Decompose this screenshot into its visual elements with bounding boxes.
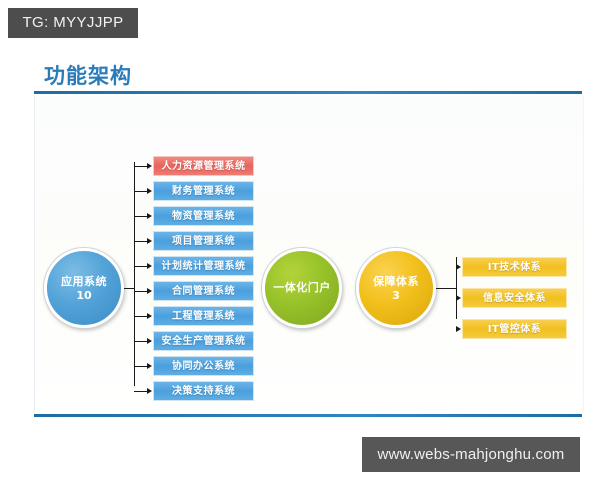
application-branch-line xyxy=(134,341,147,342)
application-branch-line xyxy=(134,166,147,167)
application-system-box[interactable]: 合同管理系统 xyxy=(153,281,254,301)
application-system-box[interactable]: 工程管理系统 xyxy=(153,306,254,326)
tg-source-badge: TG: MYYJJPP xyxy=(8,8,138,38)
guarantee-system-box[interactable]: IT技术体系 xyxy=(462,257,567,277)
guarantee-system-box[interactable]: IT管控体系 xyxy=(462,319,567,339)
node-integrated-portal[interactable]: 一体化门户 xyxy=(262,248,342,328)
application-system-box[interactable]: 协同办公系统 xyxy=(153,356,254,376)
arrow-icon xyxy=(147,188,152,194)
arrow-icon xyxy=(456,295,461,301)
arrow-icon xyxy=(147,213,152,219)
node-application-label: 应用系统 xyxy=(61,274,107,288)
node-guarantee-system[interactable]: 保障体系 3 xyxy=(356,248,436,328)
application-branch-line xyxy=(134,266,147,267)
arrow-icon xyxy=(147,388,152,394)
page-title: 功能架构 xyxy=(44,64,132,88)
application-system-box[interactable]: 物资管理系统 xyxy=(153,206,254,226)
application-branch-line xyxy=(134,366,147,367)
slide: 功能架构 应用系统 10 一体化门户 保障体系 3 人力资源管理系统财务管理系统… xyxy=(0,44,600,436)
arrow-icon xyxy=(456,264,461,270)
node-guarantee-count: 3 xyxy=(392,288,400,302)
application-system-box[interactable]: 安全生产管理系统 xyxy=(153,331,254,351)
arrow-icon xyxy=(147,313,152,319)
application-branch-line xyxy=(134,241,147,242)
arrow-icon xyxy=(147,288,152,294)
application-branch-line xyxy=(134,316,147,317)
application-trunk-line xyxy=(134,162,135,386)
application-stem-line xyxy=(124,288,134,289)
arrow-icon xyxy=(147,338,152,344)
title-divider xyxy=(34,91,582,94)
watermark: www.webs-mahjonghu.com xyxy=(362,437,580,472)
application-branch-line xyxy=(134,191,147,192)
guarantee-stem-line xyxy=(436,288,456,289)
application-system-box[interactable]: 项目管理系统 xyxy=(153,231,254,251)
bottom-divider xyxy=(34,414,582,417)
application-branch-line xyxy=(134,216,147,217)
node-application-systems[interactable]: 应用系统 10 xyxy=(44,248,124,328)
arrow-icon xyxy=(456,326,461,332)
node-portal-label: 一体化门户 xyxy=(273,281,331,294)
arrow-icon xyxy=(147,263,152,269)
node-guarantee-label: 保障体系 xyxy=(373,274,419,288)
guarantee-system-box[interactable]: 信息安全体系 xyxy=(462,288,567,308)
arrow-icon xyxy=(147,238,152,244)
application-system-box[interactable]: 计划统计管理系统 xyxy=(153,256,254,276)
application-system-box[interactable]: 人力资源管理系统 xyxy=(153,156,254,176)
application-system-box[interactable]: 财务管理系统 xyxy=(153,181,254,201)
arrow-icon xyxy=(147,363,152,369)
application-branch-line xyxy=(134,391,147,392)
arrow-icon xyxy=(147,163,152,169)
guarantee-trunk-line xyxy=(456,257,457,319)
application-branch-line xyxy=(134,291,147,292)
application-system-box[interactable]: 决策支持系统 xyxy=(153,381,254,401)
diagram-canvas: 应用系统 10 一体化门户 保障体系 3 人力资源管理系统财务管理系统物资管理系… xyxy=(34,96,584,412)
node-application-count: 10 xyxy=(76,288,92,302)
